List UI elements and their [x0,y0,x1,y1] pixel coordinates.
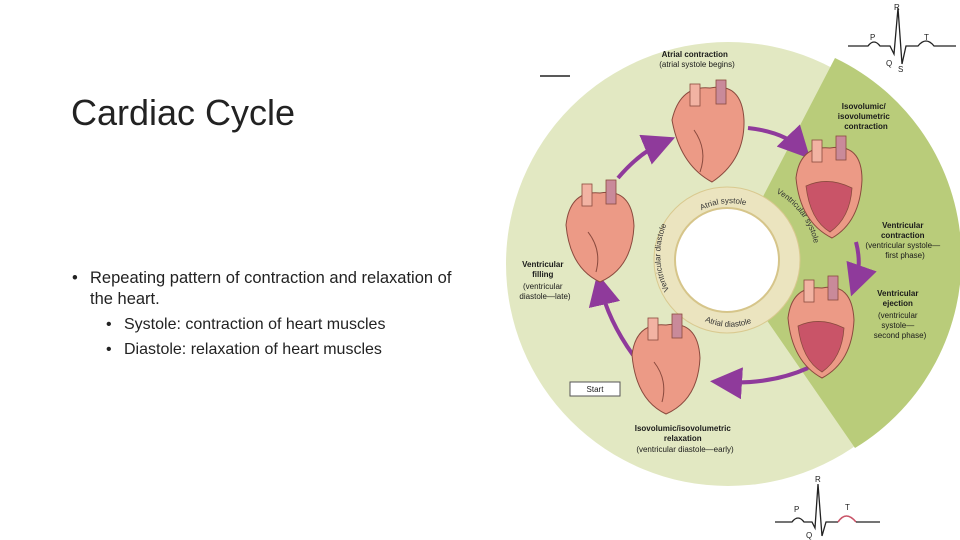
ecg-bottom-p: P [794,505,799,514]
arrow-relaxation-to-filling [588,273,635,357]
ecg-top-s: S [898,65,903,74]
bullet-main: Repeating pattern of contraction and rel… [72,268,452,311]
ecg-bottom-t: T [845,503,850,512]
ecg-top-q: Q [886,59,892,68]
arrow-contraction-to-ejection [846,241,877,297]
label-isovolumic-relaxation: Isovolumic/isovolumetric relaxation (ven… [635,418,735,454]
arrow-filling-to-atrial [616,134,676,180]
label-atrial-contraction: Atrial contraction (atrial systole begin… [659,44,735,69]
ecg-trace-top: R P T Q S [848,3,956,74]
ecg-top-p: P [870,33,875,42]
label-ventricular-ejection: Ventricular ejection (ventricular systol… [874,283,927,340]
ecg-trace-bottom: R P T Q [775,475,880,540]
heart-ventricular-ejection [787,275,855,379]
bullet-list: Repeating pattern of contraction and rel… [72,268,452,360]
slide-title: Cardiac Cycle [71,92,296,133]
inner-hole [674,207,780,313]
arrow-ejection-to-relaxation [710,366,809,400]
heart-ventricular-filling [565,179,635,283]
heart-isovolumic-contraction [795,135,863,239]
label-isovolumic-contraction: Isovolumic/ isovolumetric contraction [838,96,894,131]
sub-bullet-systole: Systole: contraction of heart muscles [106,315,452,336]
svg-text:Start: Start [587,385,605,394]
heart-atrial-contraction [671,79,745,183]
label-ventricular-filling: Ventricular filling (ventricular diastol… [519,254,570,301]
sub-bullet-diastole: Diastole: relaxation of heart muscles [106,340,452,361]
arrow-atrial-to-isovolumic [747,124,811,159]
heart-isovolumic-relaxation [631,313,701,415]
label-ventricular-contraction: Ventricular contraction (ventricular sys… [865,215,944,260]
ecg-top-t: T [924,33,929,42]
ecg-top-r: R [894,3,900,12]
start-box: Start [569,381,621,397]
ecg-bottom-q: Q [806,531,812,540]
ecg-bottom-r: R [815,475,821,484]
